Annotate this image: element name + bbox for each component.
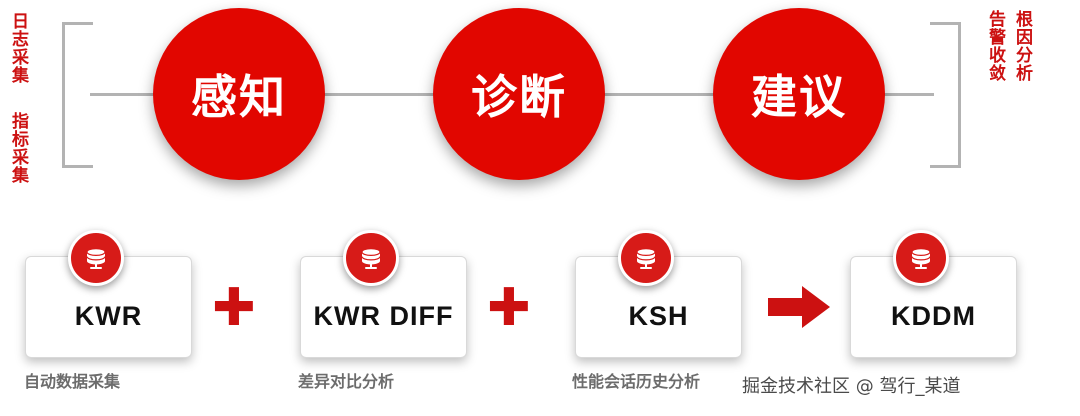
plus-operator-1: ✚ <box>212 278 256 338</box>
side-label-left-top: 日志采集 <box>8 12 28 84</box>
stage-circle-diagnose[interactable]: 诊断 <box>433 8 605 180</box>
connector-line-1 <box>320 93 440 96</box>
stage-circle-label: 建议 <box>751 70 847 124</box>
left-bracket <box>62 22 93 168</box>
stage-circle-advise[interactable]: 建议 <box>713 8 885 180</box>
database-icon <box>618 230 674 286</box>
watermark-text: 掘金技术社区 @ 驾行_某道 <box>742 376 961 397</box>
database-icon <box>68 230 124 286</box>
stage-circle-label: 感知 <box>191 70 287 124</box>
side-label-left-bottom: 指标采集 <box>8 112 28 184</box>
database-icon <box>343 230 399 286</box>
right-bracket <box>930 22 961 168</box>
plus-operator-2: ✚ <box>487 278 531 338</box>
tool-card-caption: 差异对比分析 <box>298 372 395 391</box>
tool-card-label: KWR <box>74 300 143 331</box>
tool-card-label: KDDM <box>891 300 976 331</box>
tool-card-label: KWR DIFF <box>313 300 454 331</box>
stage-circle-label: 诊断 <box>471 70 567 124</box>
left-bracket-stem <box>90 93 160 96</box>
arrow-right-icon <box>768 286 830 328</box>
stage-circle-perceive[interactable]: 感知 <box>153 8 325 180</box>
right-bracket-stem <box>878 93 934 96</box>
stage-flow-row: 日志采集 指标采集 感知 诊断 建议 告警收敛 根因分析 <box>0 0 1080 190</box>
side-label-right-bottom: 根因分析 <box>1012 10 1032 82</box>
tool-card-caption: 自动数据采集 <box>24 372 121 391</box>
tool-card-label: KSH <box>628 300 689 331</box>
tool-card-row: KWR ✚ KWR DIFF ✚ KSH <box>0 218 1080 416</box>
database-icon <box>893 230 949 286</box>
tool-card-caption: 性能会话历史分析 <box>572 372 701 391</box>
side-label-right-top: 告警收敛 <box>985 10 1005 82</box>
connector-line-2 <box>600 93 720 96</box>
